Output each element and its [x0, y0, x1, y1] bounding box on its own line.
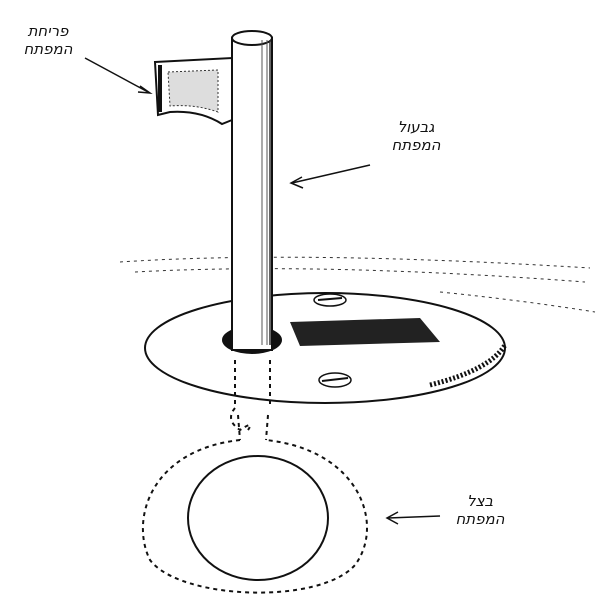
label-key-bow: בצל המפתח — [440, 492, 520, 528]
key-bow-ring — [187, 455, 329, 581]
label-arrows — [84, 57, 441, 525]
arrow-shank-icon — [291, 164, 371, 184]
label-line: המפתח — [455, 510, 505, 528]
keyhole-slot — [290, 318, 440, 346]
label-line: המפתח — [391, 136, 441, 154]
key-shank — [231, 30, 273, 351]
label-key-shank: גבעול המפתח — [376, 118, 456, 154]
hidden-key-outline — [142, 360, 368, 594]
label-key-bit: פריחת המפתח — [8, 22, 88, 58]
label-line: המפתח — [23, 40, 73, 58]
arrow-bit-icon — [84, 57, 149, 93]
arrow-bow-icon — [387, 515, 441, 519]
label-line: פריחת — [27, 22, 69, 40]
label-line: בצל — [466, 492, 494, 510]
ground-surface — [119, 256, 596, 313]
keyhole-plate — [144, 292, 508, 404]
key-bit — [153, 56, 233, 126]
label-line: גבעול — [397, 118, 435, 136]
